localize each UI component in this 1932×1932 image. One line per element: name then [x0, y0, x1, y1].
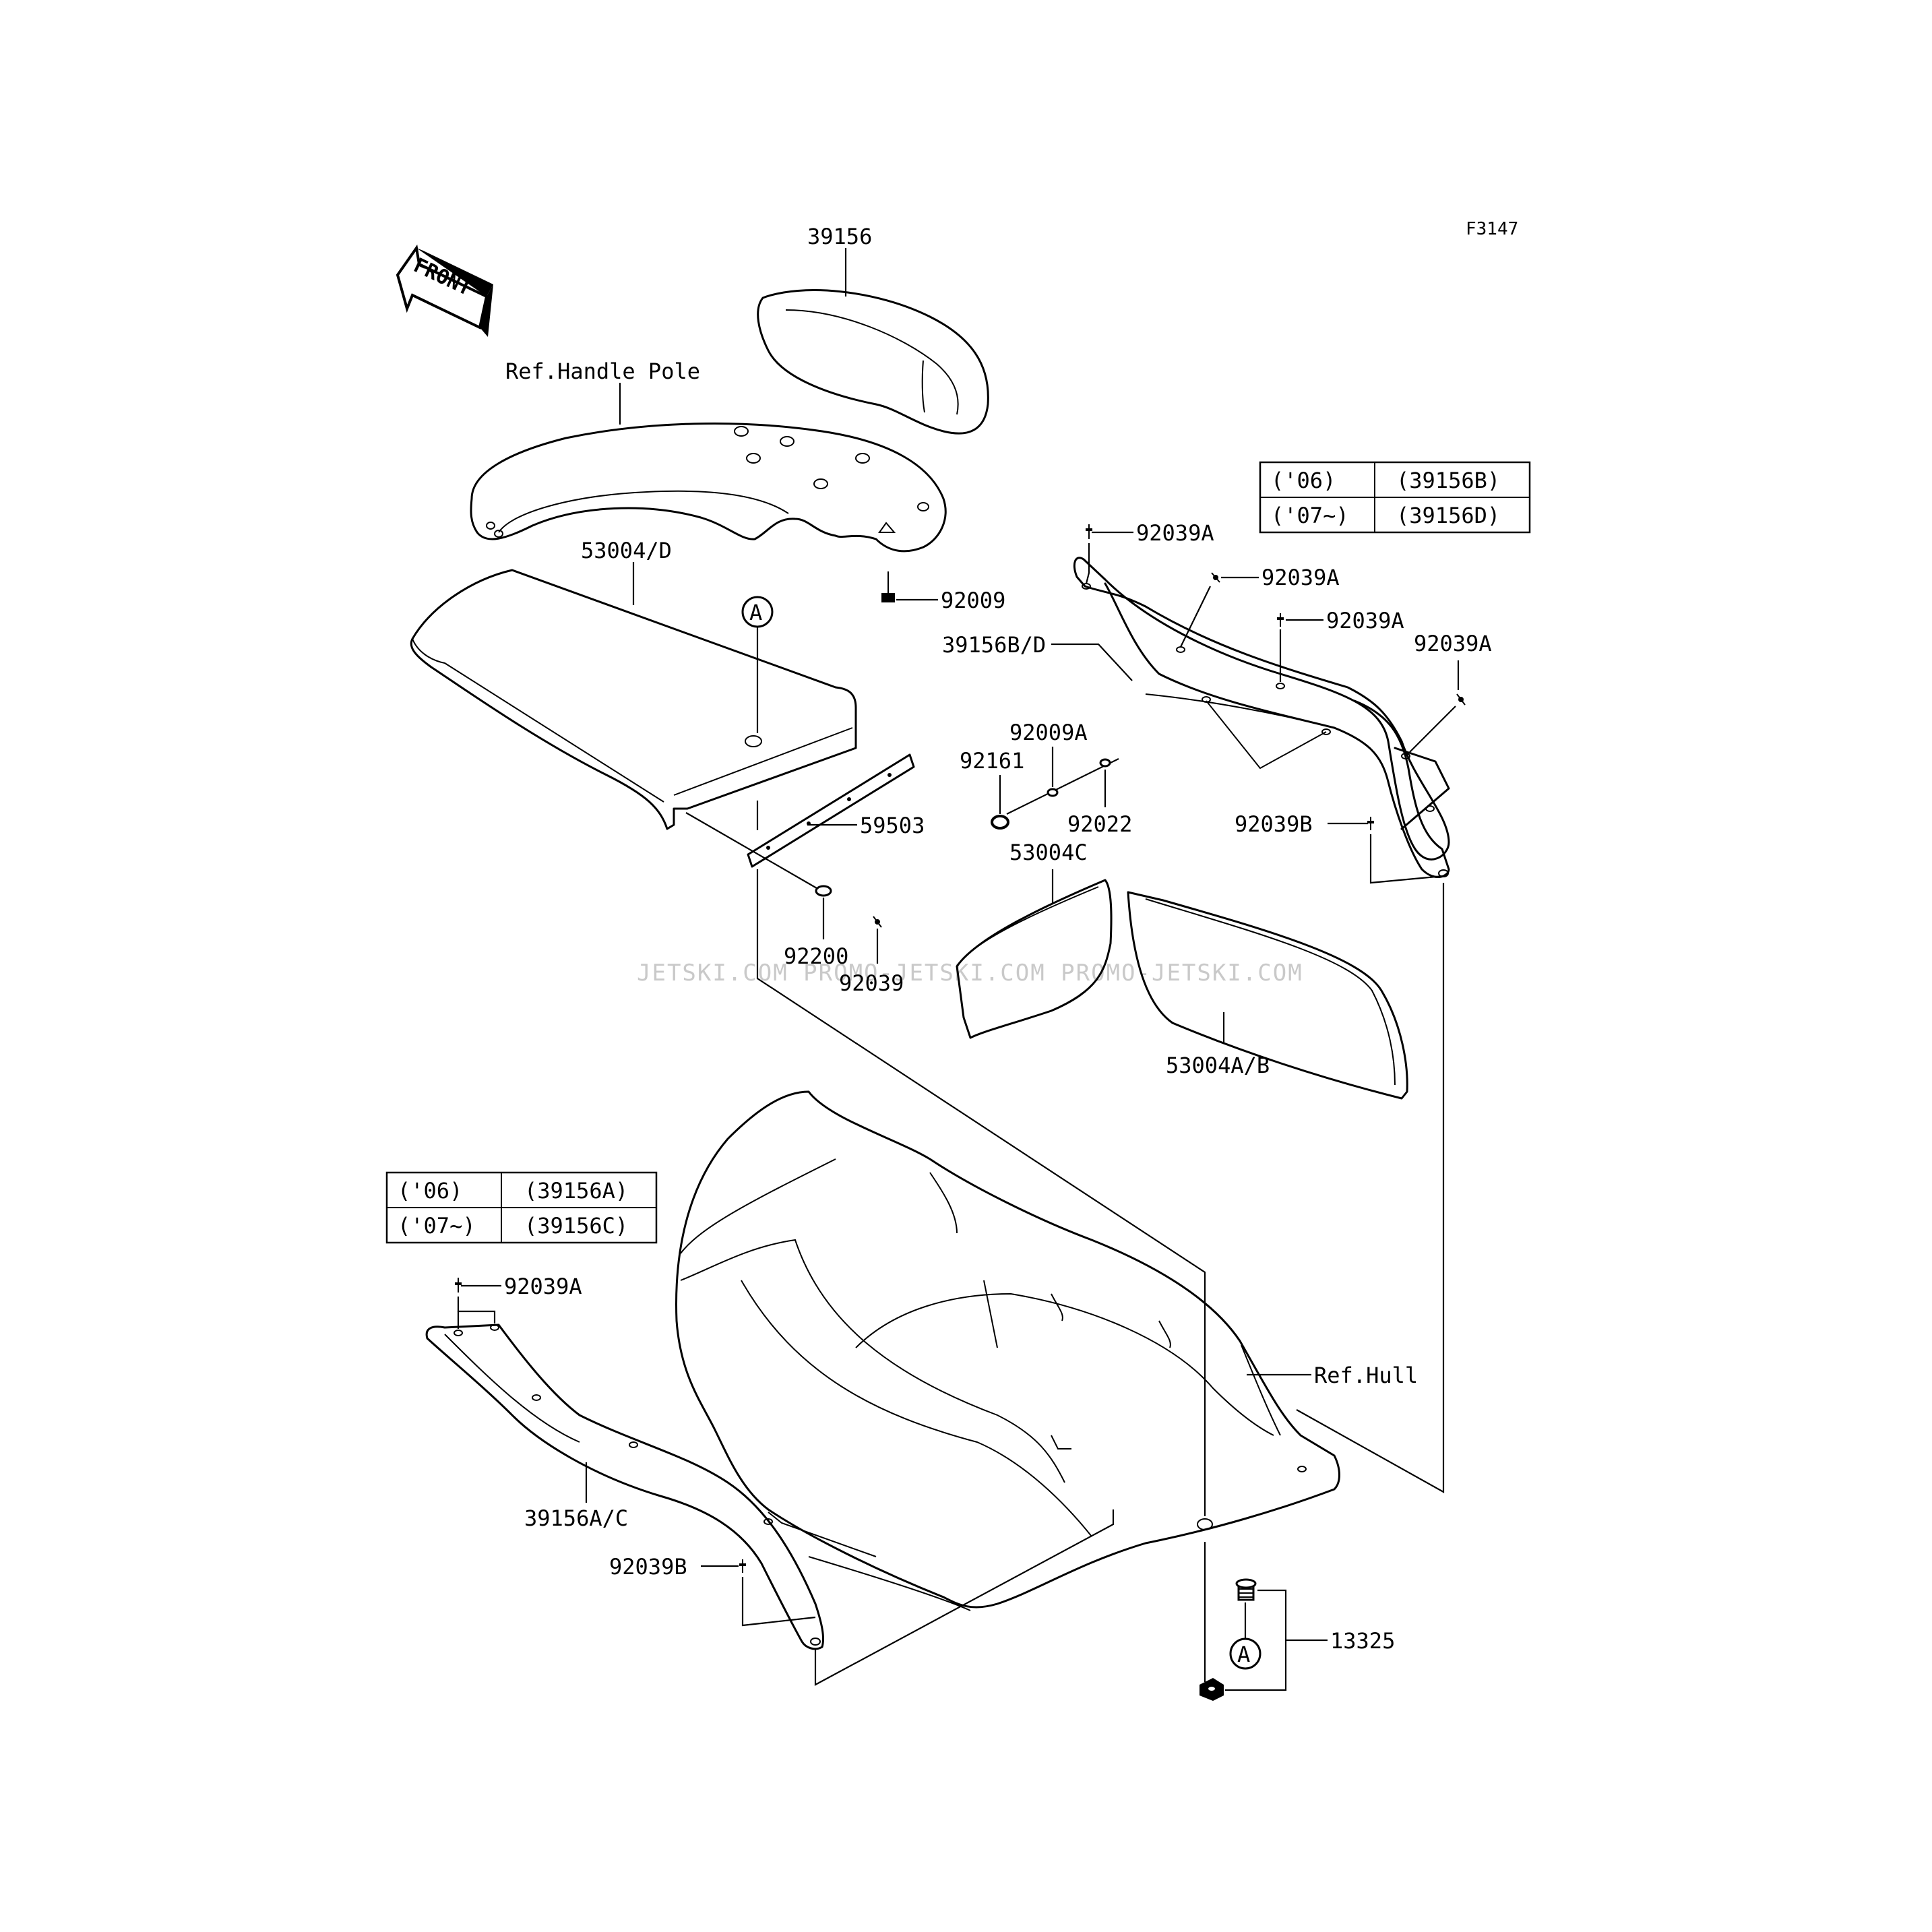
- washer-92022-icon: [1099, 758, 1111, 768]
- table-right: ('06) (39156B) ('07~) (39156D): [1259, 461, 1531, 534]
- front-arrow-icon: FRONT: [396, 244, 493, 337]
- label-ref-hull: Ref.Hull: [1314, 1363, 1418, 1388]
- label-92161: 92161: [960, 748, 1024, 774]
- label-92200: 92200: [784, 943, 848, 969]
- label-39156: 39156: [807, 224, 872, 249]
- label-92039a-3: 92039A: [1326, 608, 1404, 633]
- label-92009: 92009: [941, 588, 1005, 613]
- label-53004a-b: 53004A/B: [1166, 1053, 1270, 1078]
- rivet-92039b-right-icon: [1367, 817, 1374, 830]
- mat-53004a-b: [1127, 891, 1408, 1100]
- label-53004c: 53004C: [1009, 840, 1088, 865]
- table-left-part-2: (39156C): [524, 1213, 628, 1239]
- label-92039a-2: 92039A: [1261, 565, 1340, 590]
- table-left: ('06) (39156A) ('07~) (39156C): [385, 1171, 658, 1244]
- rivet-92039a-2-icon: [1211, 572, 1220, 583]
- rivet-92039a-1-icon: [1086, 524, 1092, 539]
- svg-text:A: A: [1237, 1642, 1250, 1667]
- table-left-part-1: (39156A): [524, 1178, 628, 1204]
- table-right-part-1: (39156B): [1396, 468, 1500, 493]
- table-right-year-1: ('06): [1271, 468, 1336, 493]
- rivet-92039-icon: [873, 916, 882, 928]
- label-92039a-left: 92039A: [504, 1274, 582, 1299]
- washer-92161-icon: [991, 815, 1009, 830]
- handle-pole: [470, 423, 947, 553]
- clip-92009a-icon: [1047, 788, 1059, 797]
- table-left-year-2: ('07~): [398, 1213, 476, 1239]
- ref-a-bottom: A: [1229, 1638, 1261, 1670]
- hull: [675, 1090, 1340, 1611]
- ref-a-top: A: [741, 596, 774, 628]
- bracket-59503: [747, 753, 915, 868]
- label-92039a-4: 92039A: [1414, 631, 1492, 656]
- label-92022: 92022: [1067, 811, 1132, 837]
- rivet-92039a-4-icon: [1456, 693, 1466, 706]
- pad-39156: [757, 289, 989, 435]
- rivet-92039a-left-icon: [455, 1278, 462, 1292]
- rivet-92039a-3-icon: [1277, 613, 1284, 627]
- label-92039a-1: 92039A: [1136, 520, 1214, 546]
- watermark: JETSKI.COM PROMO-JETSKI.COM PROMO-JETSKI…: [637, 960, 1303, 987]
- label-handle-pole: Ref.Handle Pole: [505, 359, 700, 384]
- svg-text:A: A: [749, 600, 762, 625]
- mat-53004-d: [410, 569, 857, 830]
- label-53004-d: 53004/D: [581, 538, 672, 563]
- label-13325: 13325: [1330, 1628, 1395, 1654]
- table-right-year-2: ('07~): [1271, 503, 1349, 528]
- figure-code: F3147: [1466, 219, 1518, 239]
- table-right-part-2: (39156D): [1396, 503, 1500, 528]
- plug-92200-icon: [815, 885, 832, 897]
- label-92039: 92039: [839, 970, 904, 996]
- label-92039b-right: 92039B: [1235, 811, 1313, 837]
- label-92009a: 92009A: [1009, 720, 1088, 745]
- drain-plug-13325-icon: [1235, 1578, 1257, 1601]
- bolt-92009-icon: [881, 571, 895, 602]
- rivet-92039b-left-icon: [739, 1559, 746, 1573]
- mat-53004c: [956, 879, 1113, 1039]
- label-39156a-c: 39156A/C: [524, 1505, 628, 1531]
- label-59503: 59503: [860, 813, 925, 838]
- label-39156b-d: 39156B/D: [942, 632, 1046, 658]
- pad-39156a-c: [425, 1323, 825, 1650]
- table-left-year-1: ('06): [398, 1178, 462, 1204]
- label-92039b-left: 92039B: [609, 1554, 687, 1580]
- drain-nut-icon: [1199, 1678, 1224, 1701]
- pad-39156b-d: [1073, 557, 1450, 878]
